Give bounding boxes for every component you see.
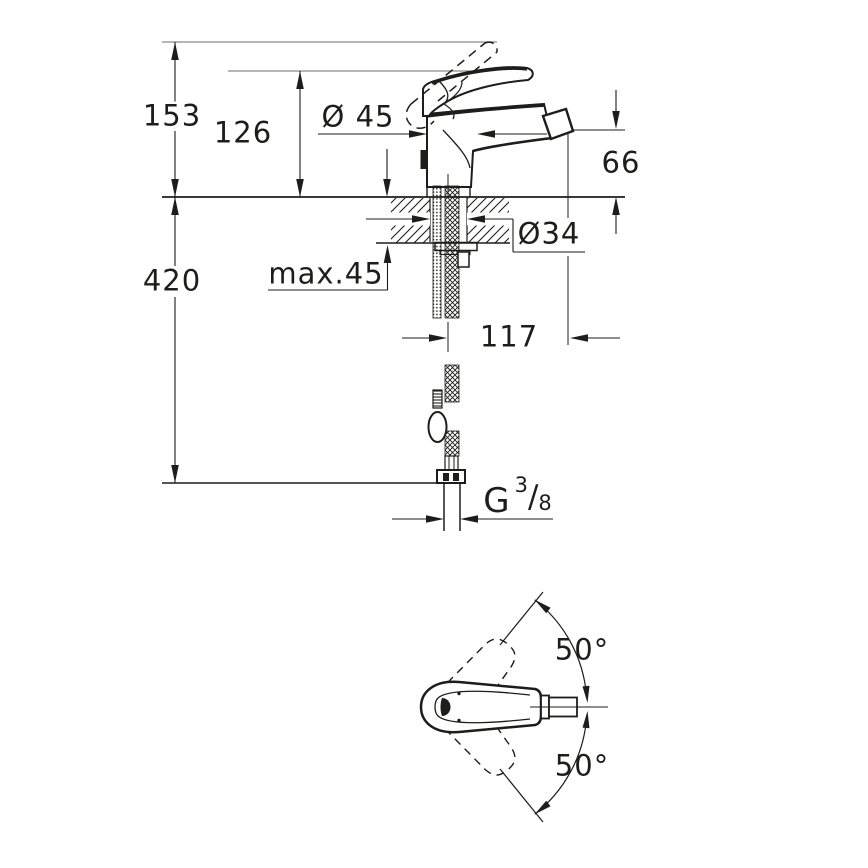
thread-numerator: 3 — [514, 473, 529, 497]
dim-66 — [612, 90, 620, 234]
dim-thread — [392, 515, 553, 523]
threaded-stub — [432, 389, 443, 409]
dim-angle-upper — [499, 591, 590, 703]
dim-126 — [296, 71, 304, 197]
dim-max-45 — [268, 149, 392, 291]
thread-size-label: G 3 / 8 — [483, 475, 553, 521]
dim-126-label: 126 — [213, 115, 273, 150]
lever-raised-dashed — [405, 41, 498, 129]
dim-117 — [402, 334, 620, 342]
lever-swing-dashed — [437, 638, 516, 776]
front-view — [162, 41, 625, 531]
hose-braided — [444, 185, 460, 319]
hose-connector — [427, 411, 448, 443]
dim-diameter-34-label: Ø34 — [517, 216, 581, 251]
dim-66-label: 66 — [601, 145, 641, 180]
angle-upper-label: 50° — [554, 632, 610, 667]
spout-top-edge — [426, 103, 546, 118]
dim-max-45-label: max.45 — [268, 256, 384, 291]
aerator-tip — [541, 107, 575, 141]
extension-lines — [162, 41, 533, 72]
hose-dotted — [432, 185, 442, 319]
connection-nut — [436, 469, 466, 484]
faucet-front — [405, 41, 575, 197]
thread-denominator: 8 — [538, 491, 553, 515]
thread-letter: G — [483, 481, 511, 521]
lever-top-view — [419, 680, 608, 734]
dim-153 — [171, 42, 179, 197]
top-view — [419, 591, 608, 823]
supply-hoses — [427, 185, 478, 531]
lever-logo-mark — [440, 698, 451, 716]
dim-diameter-34 — [366, 215, 585, 253]
dim-153-label: 153 — [139, 101, 205, 131]
body-side-detail — [420, 150, 427, 169]
dim-420-label: 420 — [139, 266, 205, 296]
angle-lower-label: 50° — [554, 748, 610, 783]
dim-117-label: 117 — [479, 319, 539, 354]
thread-slash: / — [527, 479, 540, 515]
dim-angle-lower — [499, 711, 590, 823]
dim-diameter-45 — [318, 130, 547, 138]
dim-diameter-45-label: Ø 45 — [321, 99, 395, 134]
dim-420 — [171, 197, 179, 483]
mounting-detail — [457, 251, 470, 268]
